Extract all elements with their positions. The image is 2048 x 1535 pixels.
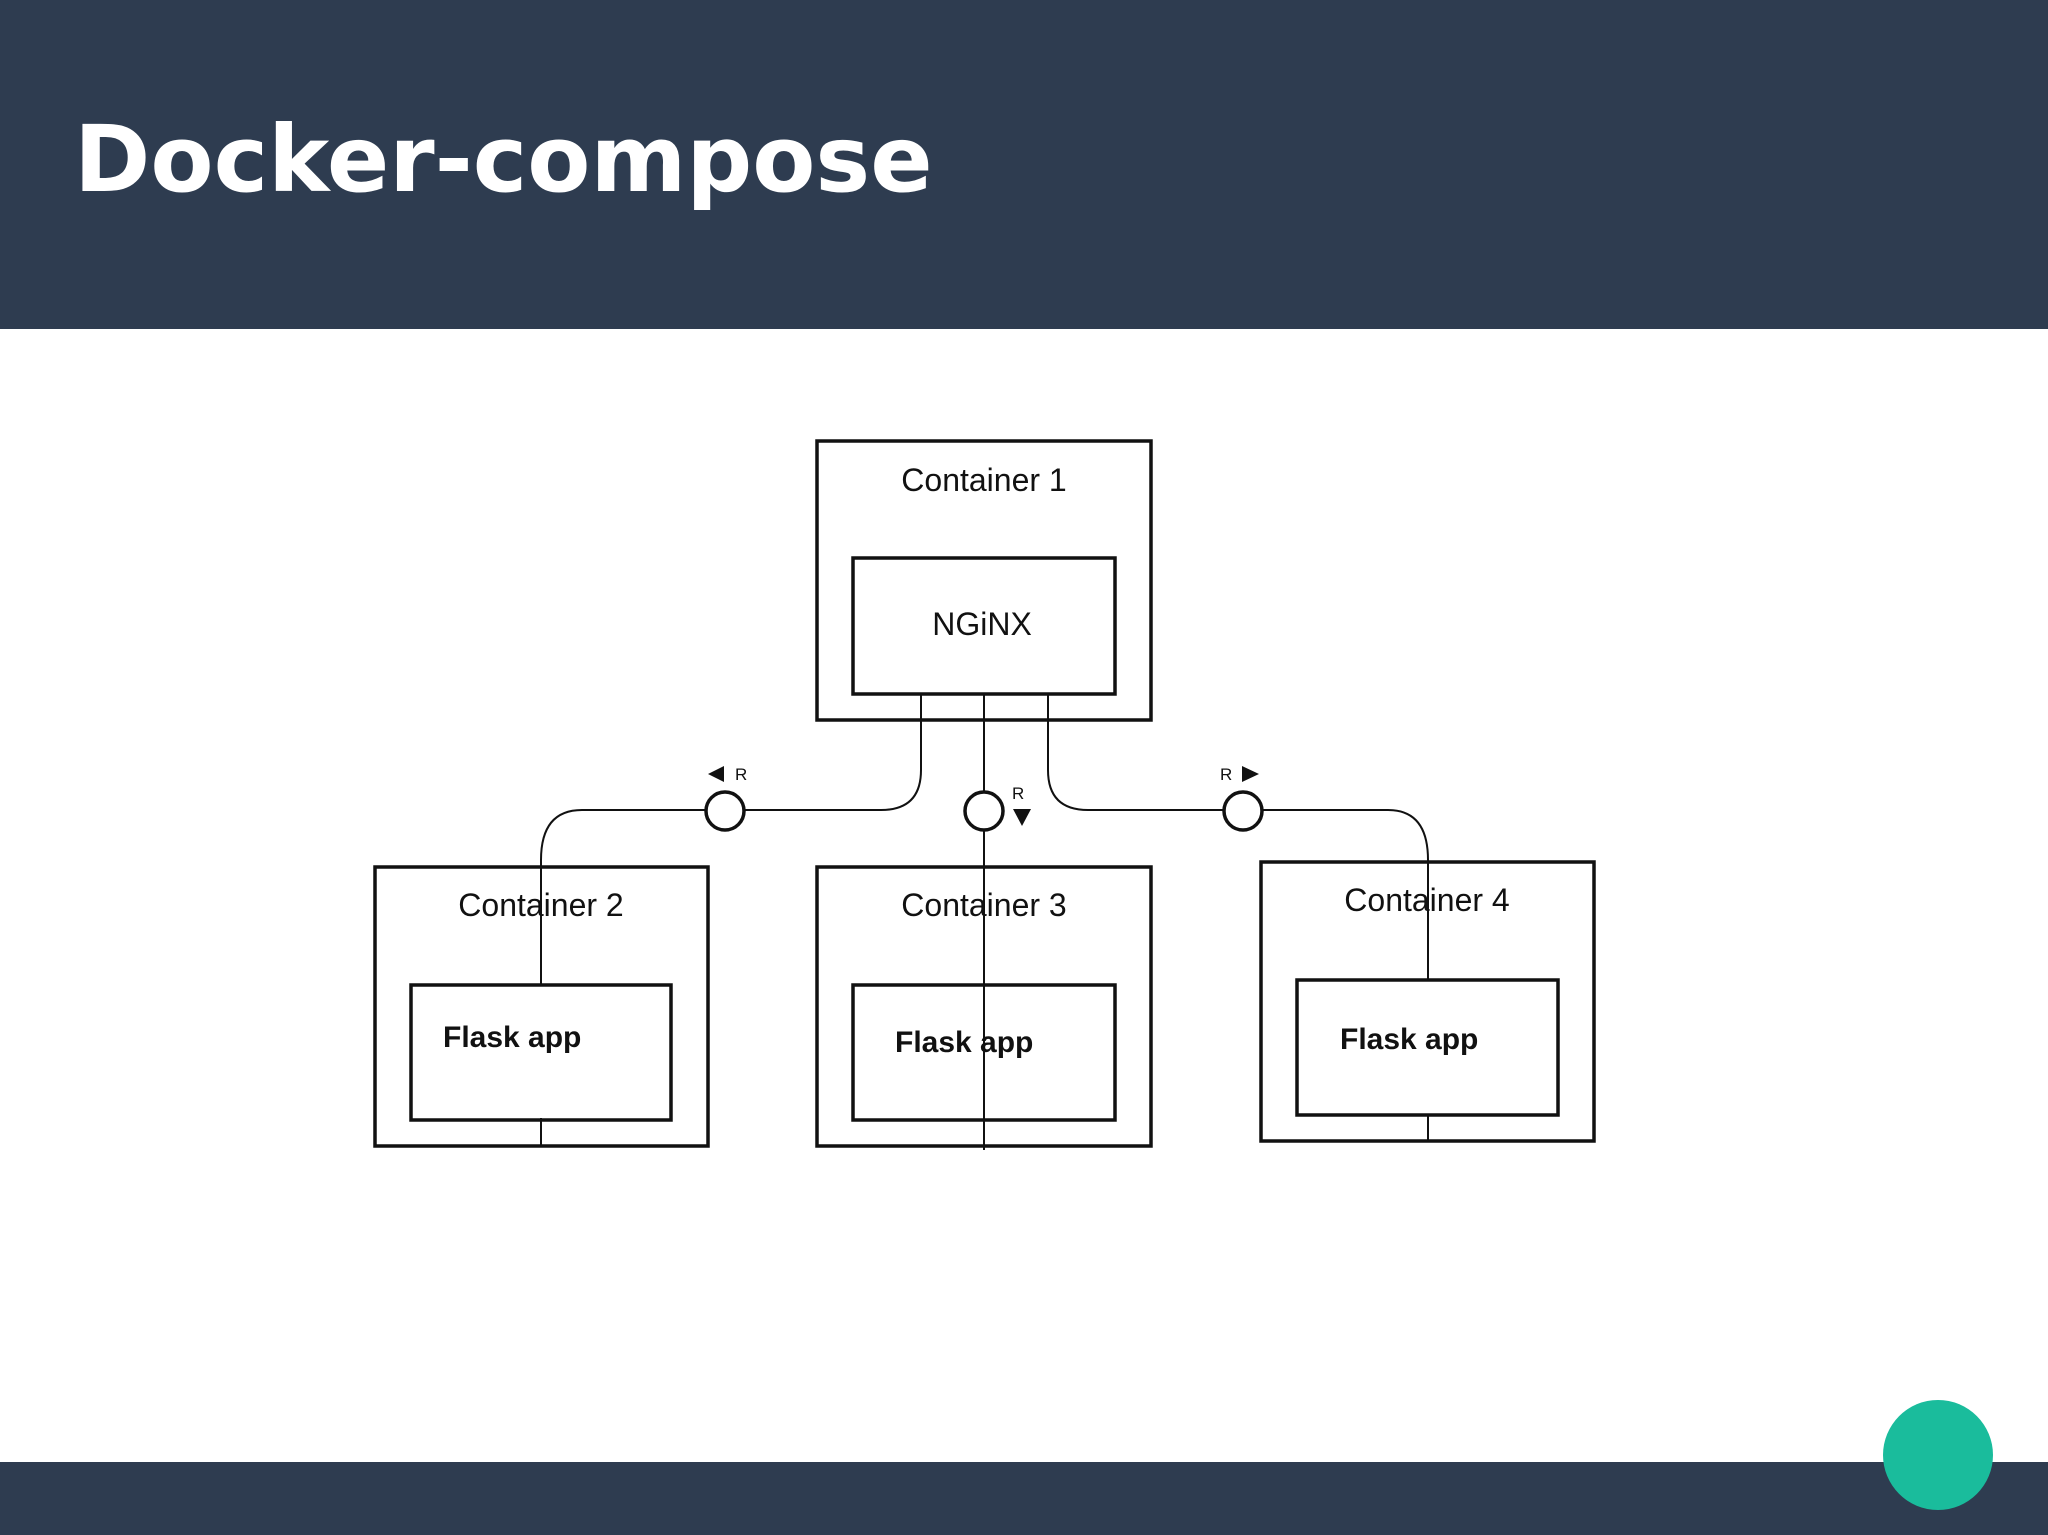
connector-left (740, 694, 922, 811)
container-3-box (815, 865, 1153, 1148)
nginx-box (851, 556, 1117, 696)
connector-left-to-container-2 (540, 809, 710, 985)
interface-left: R (704, 765, 747, 832)
footer-bar (0, 1462, 2048, 1535)
container-4-box (1259, 860, 1596, 1143)
flask-app-label-4: Flask app (1340, 1023, 1478, 1056)
interface-middle: R (963, 784, 1031, 832)
flask-app-label-2: Flask app (443, 1021, 581, 1054)
flask-app-label-3: Flask app (895, 1026, 1033, 1059)
connectors (540, 694, 1429, 1150)
flask-app-box-2 (409, 983, 673, 1122)
interface-left-label: R (735, 765, 747, 784)
interface-right-circle (1222, 790, 1264, 832)
connector-right (1047, 694, 1227, 811)
interface-left-circle (704, 790, 746, 832)
slide-title: Docker-compose (74, 106, 933, 213)
container-2-label: Container 2 (458, 887, 623, 923)
container-3: Container 3 Flask app (815, 865, 1153, 1148)
container-4: Container 4 Flask app (1259, 860, 1596, 1143)
accent-circle (1883, 1400, 1993, 1510)
nginx-label: NGiNX (932, 606, 1032, 642)
arrow-down-icon (1013, 809, 1031, 826)
interface-right: R (1220, 765, 1264, 832)
interface-middle-label: R (1012, 784, 1024, 803)
title-bar: Docker-compose (0, 0, 2048, 329)
container-2: Container 2 Flask app (373, 865, 710, 1148)
arrow-left-icon (708, 766, 724, 782)
flask-app-box-4 (1295, 978, 1560, 1117)
flask-app-box-3 (851, 983, 1117, 1122)
arrow-right-icon (1242, 766, 1259, 782)
container-4-label: Container 4 (1344, 882, 1509, 918)
connector-right-to-container-4 (1258, 809, 1429, 980)
container-2-box (373, 865, 710, 1148)
container-1-label: Container 1 (901, 462, 1066, 498)
container-1-box (815, 439, 1153, 722)
interface-right-label: R (1220, 765, 1232, 784)
container-3-label: Container 3 (901, 887, 1066, 923)
interface-middle-circle (963, 790, 1005, 832)
container-1: Container 1 NGiNX (815, 439, 1153, 722)
